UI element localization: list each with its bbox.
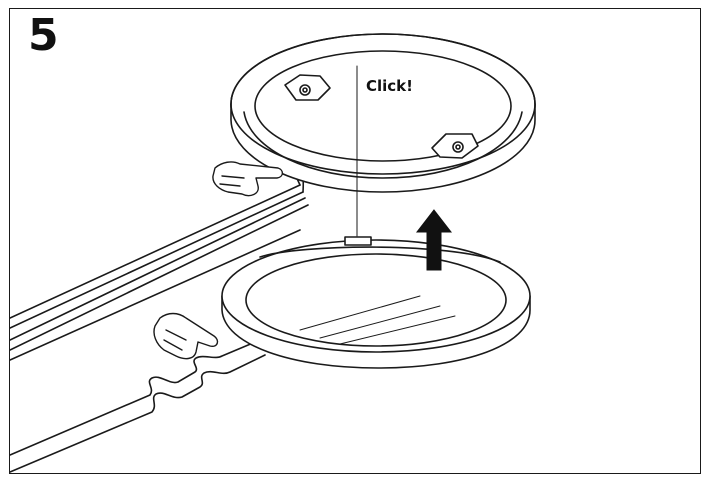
mounting-ring [230,33,536,193]
step-number: 5 [28,10,59,61]
click-annotation: Click! [366,77,413,95]
power-cable [10,339,266,473]
pointing-hand-icon [153,312,219,360]
arrow-up-icon [415,209,453,271]
light-fixture [221,236,531,369]
pointing-hand-icon [212,161,284,197]
